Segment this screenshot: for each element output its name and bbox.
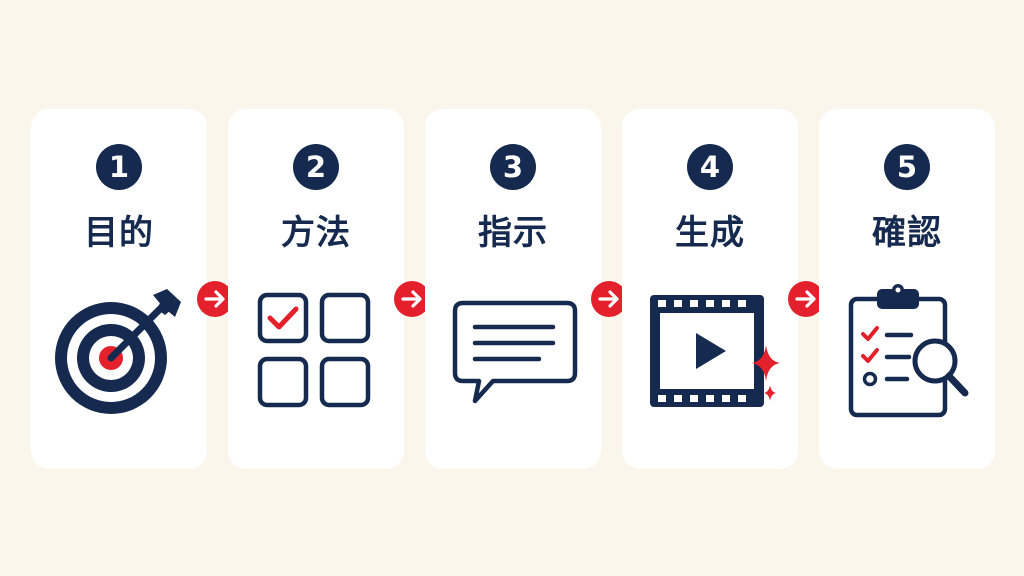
target-icon — [55, 289, 181, 414]
step-card-4: 4 生成 — [622, 109, 798, 469]
step-label: 指示 — [478, 213, 548, 253]
step-number-badge: 2 — [293, 144, 339, 190]
checkbox-grid-icon — [257, 292, 371, 408]
step-label: 確認 — [872, 213, 942, 253]
arrow-right-icon — [788, 281, 824, 317]
step-card-1: 1 目的 — [31, 109, 207, 469]
step-card-5: 5 確認 — [819, 109, 995, 469]
step-label: 目的 — [84, 213, 154, 253]
step-card-2: 2 方法 — [228, 109, 404, 469]
step-label: 方法 — [281, 213, 351, 253]
chat-bubble-icon — [452, 300, 578, 404]
step-number-badge: 4 — [687, 144, 733, 190]
step-number-badge: 5 — [884, 144, 930, 190]
arrow-right-icon — [394, 281, 430, 317]
arrow-right-icon — [197, 281, 233, 317]
arrow-right-icon — [591, 281, 627, 317]
video-sparkle-icon — [650, 295, 780, 407]
step-card-3: 3 指示 — [425, 109, 601, 469]
step-label: 生成 — [675, 213, 745, 253]
step-number-badge: 1 — [96, 144, 142, 190]
clipboard-search-icon — [848, 284, 969, 418]
step-number-badge: 3 — [490, 144, 536, 190]
